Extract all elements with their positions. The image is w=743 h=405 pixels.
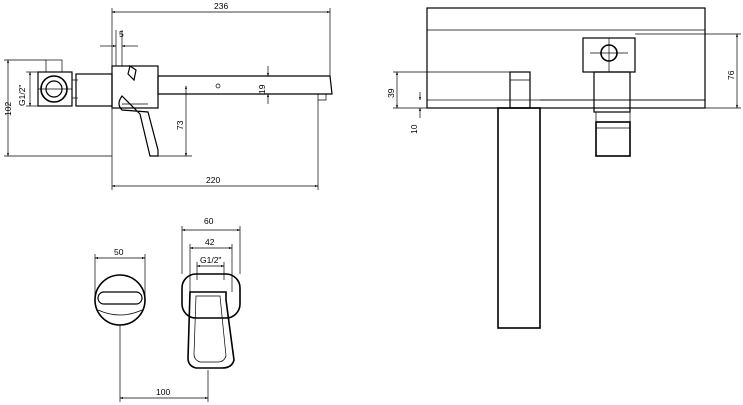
dim-102: 102 xyxy=(3,102,13,116)
dim-39: 39 xyxy=(386,88,396,98)
dim-220: 220 xyxy=(206,175,220,185)
dim-10: 10 xyxy=(409,124,419,134)
round-plate xyxy=(94,274,146,326)
cartridge xyxy=(595,121,631,157)
plate-front-view: 50 100 xyxy=(94,247,209,402)
spout-column xyxy=(497,107,541,329)
dim-100: 100 xyxy=(156,387,170,397)
dim-g12-front: G1/2" xyxy=(200,255,221,265)
dim-76: 76 xyxy=(726,70,736,80)
lever-handle xyxy=(127,65,137,82)
dim-236: 236 xyxy=(214,1,228,11)
dim-g12-side: G1/2" xyxy=(17,85,27,106)
mixer-lever xyxy=(187,291,235,369)
dim-73: 73 xyxy=(175,120,185,130)
mixer-front-view: 60 42 G1/2" xyxy=(181,216,241,369)
dim-60: 60 xyxy=(204,216,214,226)
side-view: 236 5 102 G1/2" 19 73 220 xyxy=(3,1,333,190)
dim-50: 50 xyxy=(114,247,124,257)
mixer-body xyxy=(181,273,241,319)
dim-19: 19 xyxy=(257,84,267,94)
dim-5: 5 xyxy=(119,29,124,39)
top-view: 39 10 76 xyxy=(386,7,741,329)
dim-42: 42 xyxy=(205,237,215,247)
wall-box xyxy=(426,7,706,109)
spout xyxy=(157,75,333,95)
